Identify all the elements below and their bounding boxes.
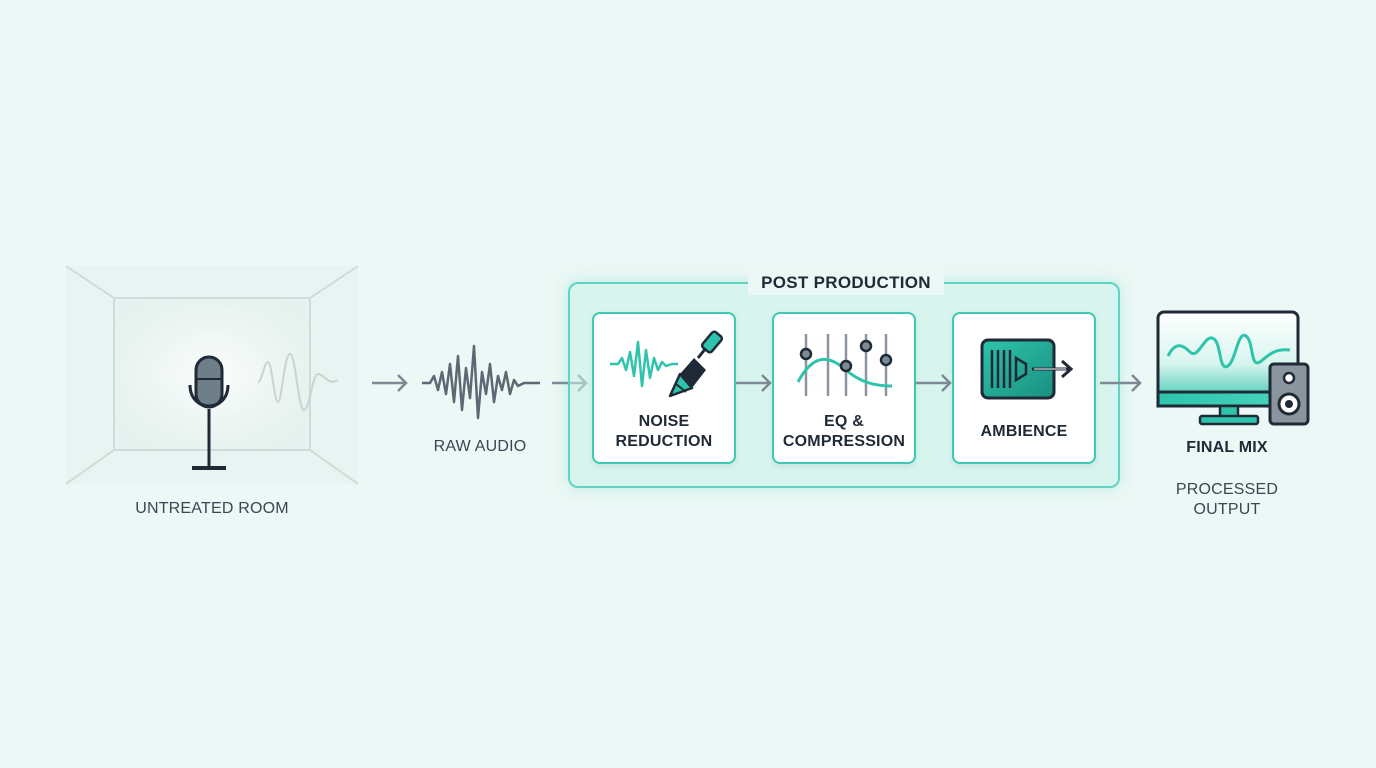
noise-reduction-line1: NOISE [638, 413, 690, 430]
raw-audio-label: RAW AUDIO [433, 438, 527, 455]
ambience-card: AMBIENCE [952, 312, 1096, 464]
noise-reduction-line2: REDUCTION [615, 433, 713, 450]
post-production-title: POST PRODUCTION [748, 271, 944, 295]
arrow-icon [914, 372, 954, 394]
processed-output-line1: PROCESSED [1175, 481, 1279, 498]
eq-compression-line1: EQ & [824, 413, 864, 430]
arrow-icon [370, 372, 410, 394]
eq-compression-card: EQ & COMPRESSION [772, 312, 916, 464]
arrow-icon [734, 372, 774, 394]
untreated-room-label: UNTREATED ROOM [135, 500, 289, 517]
ambience-icon [978, 336, 1078, 402]
eq-compression-title: EQ & COMPRESSION [774, 412, 914, 452]
arrow-icon [1098, 372, 1144, 394]
noise-brush-icon [608, 330, 724, 398]
waveform-icon [420, 342, 542, 424]
processed-output-label: PROCESSED OUTPUT [1166, 480, 1288, 520]
eq-compression-line2: COMPRESSION [782, 433, 906, 450]
noise-reduction-title: NOISE REDUCTION [594, 412, 734, 452]
noise-reduction-card: NOISE REDUCTION [592, 312, 736, 464]
ambience-line1: AMBIENCE [980, 423, 1068, 440]
monitor-speaker-icon [1154, 310, 1314, 428]
ambience-title: AMBIENCE [954, 422, 1094, 442]
final-mix-title: FINAL MIX [1186, 439, 1268, 456]
processed-output-line2: OUTPUT [1193, 501, 1261, 518]
microphone-icon [186, 355, 232, 475]
equalizer-icon [794, 330, 898, 400]
